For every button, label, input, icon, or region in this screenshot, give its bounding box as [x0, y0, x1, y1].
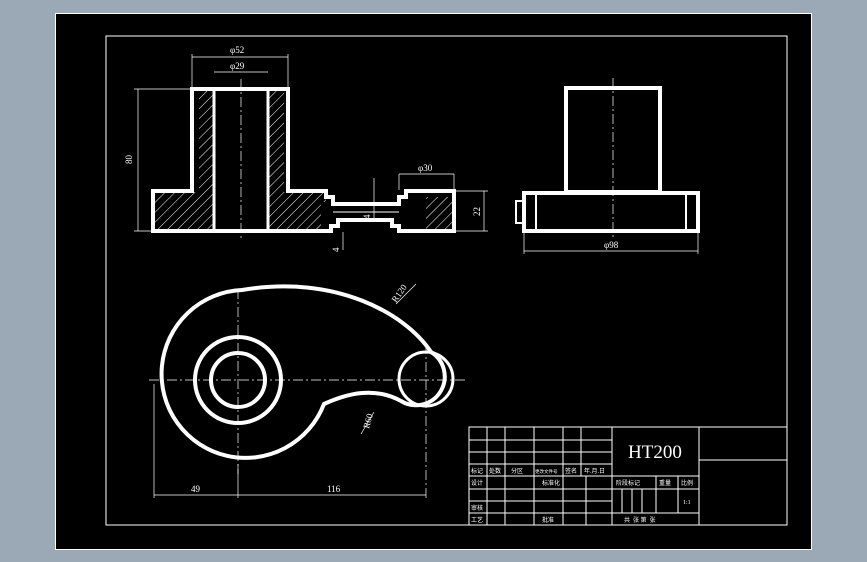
- hatch-right: [269, 90, 326, 229]
- tb-weight: 重量: [659, 479, 671, 487]
- side-base: [522, 191, 700, 233]
- tb-mark: 标记: [471, 467, 483, 475]
- tb-signature: 签名: [565, 467, 577, 475]
- cad-drawing: φ52 φ29 80 φ30 22 4 4: [105, 35, 788, 526]
- title-block: [468, 426, 788, 526]
- tb-sheet-info: 共 张 第 张: [624, 516, 656, 524]
- side-arm-end: [515, 200, 525, 224]
- dim-horiz-left: 49: [191, 484, 201, 494]
- dim-arm-end-height: 22: [472, 207, 482, 216]
- dim-arc-radius-top: R120: [389, 282, 409, 304]
- dim-slot-depth: 4: [331, 247, 341, 252]
- dim-horiz-right: 116: [327, 484, 341, 494]
- dim-arm-gap: 4: [362, 214, 372, 219]
- cam-outline: [159, 284, 447, 460]
- tb-scale: 比例: [681, 479, 693, 487]
- hatch-left: [155, 90, 214, 229]
- tb-date: 年.月.日: [584, 467, 605, 475]
- tb-count: 处数: [489, 467, 501, 475]
- tb-process: 工艺: [471, 516, 483, 524]
- tb-zone: 分区: [511, 467, 523, 475]
- tb-design: 设计: [471, 479, 483, 487]
- part-outline: [151, 87, 456, 233]
- dim-arm-end-dia: φ30: [418, 163, 433, 173]
- dim-top-outer-dia: φ52: [230, 45, 244, 55]
- tb-change-doc: 更改文件号: [535, 468, 558, 475]
- hatch-arm: [426, 197, 454, 229]
- drawing-sheet: φ52 φ29 80 φ30 22 4 4: [55, 13, 812, 550]
- top-view: R120 R60 49 116: [149, 282, 466, 499]
- material-label: HT200: [628, 442, 682, 463]
- inner-frame: [105, 35, 788, 526]
- side-view: φ98: [515, 78, 700, 254]
- tb-scale-value: 1:1: [683, 500, 691, 506]
- dim-top-inner-dia: φ29: [230, 61, 245, 71]
- tb-approve: 批准: [542, 516, 554, 524]
- dim-arc-radius-bottom: R60: [361, 412, 375, 430]
- dim-height-left: 80: [124, 155, 134, 165]
- tb-review: 审核: [471, 504, 483, 512]
- dim-side-base-dia: φ98: [604, 240, 619, 250]
- tb-standardize: 标准化: [542, 479, 560, 487]
- tb-stage-mark: 阶段标记: [616, 479, 640, 487]
- front-section-view: φ52 φ29 80 φ30 22 4 4: [124, 45, 488, 252]
